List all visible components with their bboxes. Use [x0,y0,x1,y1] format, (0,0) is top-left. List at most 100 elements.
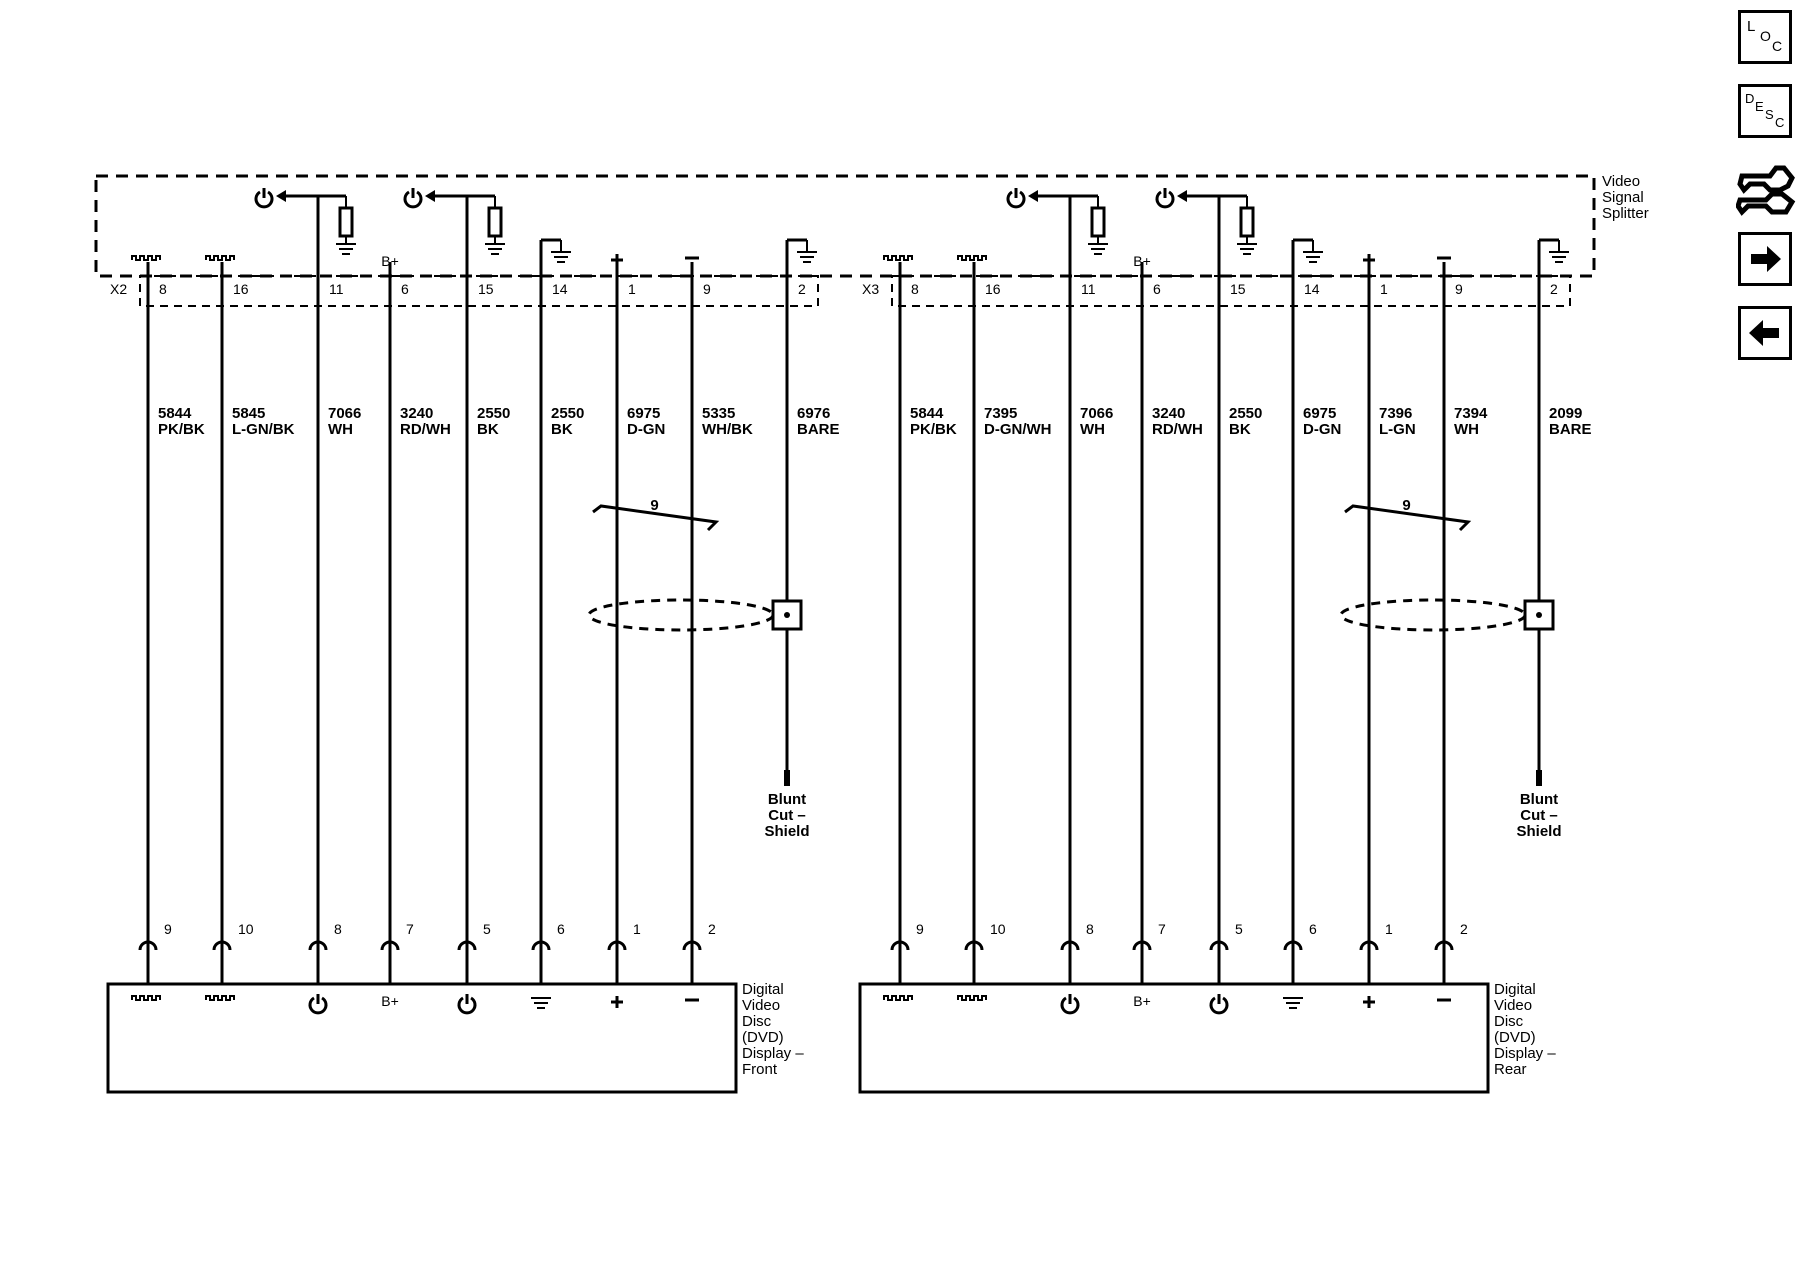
rear-circuit-number-5: 2550 [1229,405,1262,422]
front-wire-color-5: BK [477,421,499,438]
rear-wire-color-7: L-GN [1379,421,1416,438]
front-splitter-cavity-4: 6 [401,281,409,297]
labels-group: 85844PK/BK9165845L-GN/BK10117066WH8B+632… [158,253,1592,1009]
rear-resistor-3 [1090,206,1106,238]
rear-splitter-cavity-3: 11 [1081,281,1096,297]
front-splitter-cavity-1: 8 [159,281,167,297]
rear-dvd-terminal-2 [964,940,984,984]
symbols-group [131,188,1569,1015]
rear-splitter-b-plus: B+ [1133,253,1151,269]
dvd-display-front-name: Digital Video Disc (DVD) Display – Front [742,981,808,1078]
front-dvd-pin-4: 7 [406,921,414,937]
rear-dvd-video-symbol-1 [883,995,913,1001]
front-splitter-video-symbol-2 [205,255,235,261]
rear-dvd-terminal-1 [890,940,910,984]
rear-splitter-ground-symbol-6 [1303,251,1323,263]
rear-splitter-power-icon-5 [1155,188,1175,209]
front-dvd-pin-5: 5 [483,921,491,937]
rear-circuit-number-2: 7395 [984,405,1017,422]
rear-wire-color-8: WH [1454,421,1479,438]
rear-dvd-power-icon-5 [1209,994,1229,1015]
rear-splitter-cavity-2: 16 [985,281,1001,297]
rear-circuit-number-1: 5844 [910,405,944,422]
front-resistor-5 [487,206,503,238]
rear-splitter-cavity-1: 8 [911,281,919,297]
front-splitter-power-icon-3 [254,188,274,209]
front-dvd-terminal-7 [607,940,627,984]
rear-twist-count: 9 [1402,497,1410,514]
rear-shield-ellipse [1339,598,1527,632]
front-wire-color-2: L-GN/BK [232,421,295,438]
front-circuit-number-2: 5845 [232,405,265,422]
front-dvd-terminal-6 [531,940,551,984]
next-page-icon[interactable] [1738,232,1792,286]
rear-dvd-terminal-3 [1060,940,1080,984]
front-splitter-ground-symbol-9 [797,251,817,263]
svg-text:E: E [1755,99,1764,114]
front-dvd-video-symbol-2 [205,995,235,1001]
front-dvd-terminal-2 [212,940,232,984]
front-splitter-power-icon-5 [403,188,423,209]
front-wire-color-1: PK/BK [158,421,205,438]
description-icon[interactable]: D E S C [1738,84,1792,138]
svg-text:D: D [1745,91,1754,106]
front-splitter-ground-symbol-6 [551,251,571,263]
svg-text:S: S [1765,107,1774,122]
dvd-display-rear-box [858,982,1490,1094]
splitter-name: Video Signal Splitter [1602,173,1649,222]
front-power-arrow-3 [276,190,286,202]
front-dvd-b-plus: B+ [381,993,399,1009]
rear-twisted-pair-marker [1344,504,1472,532]
front-circuit-number-1: 5844 [158,405,192,422]
front-splitter-b-plus: B+ [381,253,399,269]
front-dvd-terminal-8 [682,940,702,984]
front-wire-color-8: WH/BK [702,421,753,438]
rear-wire-color-1: PK/BK [910,421,957,438]
previous-page-icon[interactable] [1738,306,1792,360]
rear-dvd-pin-2: 10 [990,921,1006,937]
rear-dvd-pin-7: 1 [1385,921,1393,937]
rear-wire-color-6: D-GN [1303,421,1341,438]
front-splitter-cavity-3: 11 [329,281,344,297]
rear-splitter-video-symbol-2 [957,255,987,261]
video-signal-splitter-outline [94,174,1596,278]
rear-circuit-number-3: 7066 [1080,405,1113,422]
front-dvd-video-symbol-1 [131,995,161,1001]
svg-text:C: C [1772,38,1782,54]
wires-group [146,194,1560,944]
front-dvd-terminal-5 [457,940,477,984]
location-icon[interactable]: L O C [1738,10,1792,64]
front-circuit-number-8: 5335 [702,405,735,422]
rear-splitter-cavity-5: 15 [1230,281,1246,297]
rear-splitter-power-icon-3 [1006,188,1026,209]
front-circuit-number-4: 3240 [400,405,433,422]
rear-splitter-cavity-8: 9 [1455,281,1463,297]
rear-wire-color-5: BK [1229,421,1251,438]
desc-glyph: D E S C [1745,91,1784,130]
rear-dvd-pin-4: 7 [1158,921,1166,937]
connector-x2-label: X2 [110,281,127,297]
front-wire-color-3: WH [328,421,353,438]
front-circuit-number-9: 6976 [797,405,830,422]
front-dvd-ground-symbol [531,997,551,1009]
front-splitter-cavity-7: 1 [628,281,636,297]
front-resistor-ground-5 [485,243,505,255]
rear-wire-color-9: BARE [1549,421,1592,438]
front-dvd-power-icon-3 [308,994,328,1015]
rear-dvd-terminal-6 [1283,940,1303,984]
rear-dvd-terminal-5 [1209,940,1229,984]
front-splitter-cavity-9: 2 [798,281,806,297]
rear-wire-color-2: D-GN/WH [984,421,1052,438]
front-dvd-pin-6: 6 [557,921,565,937]
right-arrow-icon [1751,246,1781,272]
front-splitter-cavity-2: 16 [233,281,249,297]
front-dvd-terminal-3 [308,940,328,984]
front-wire-color-7: D-GN [627,421,665,438]
front-splitter-cavity-8: 9 [703,281,711,297]
left-arrow-icon [1749,320,1779,346]
connector-x2-outline [139,275,819,307]
connector-end-view-icon[interactable] [1736,160,1796,220]
rear-resistor-ground-3 [1088,243,1108,255]
